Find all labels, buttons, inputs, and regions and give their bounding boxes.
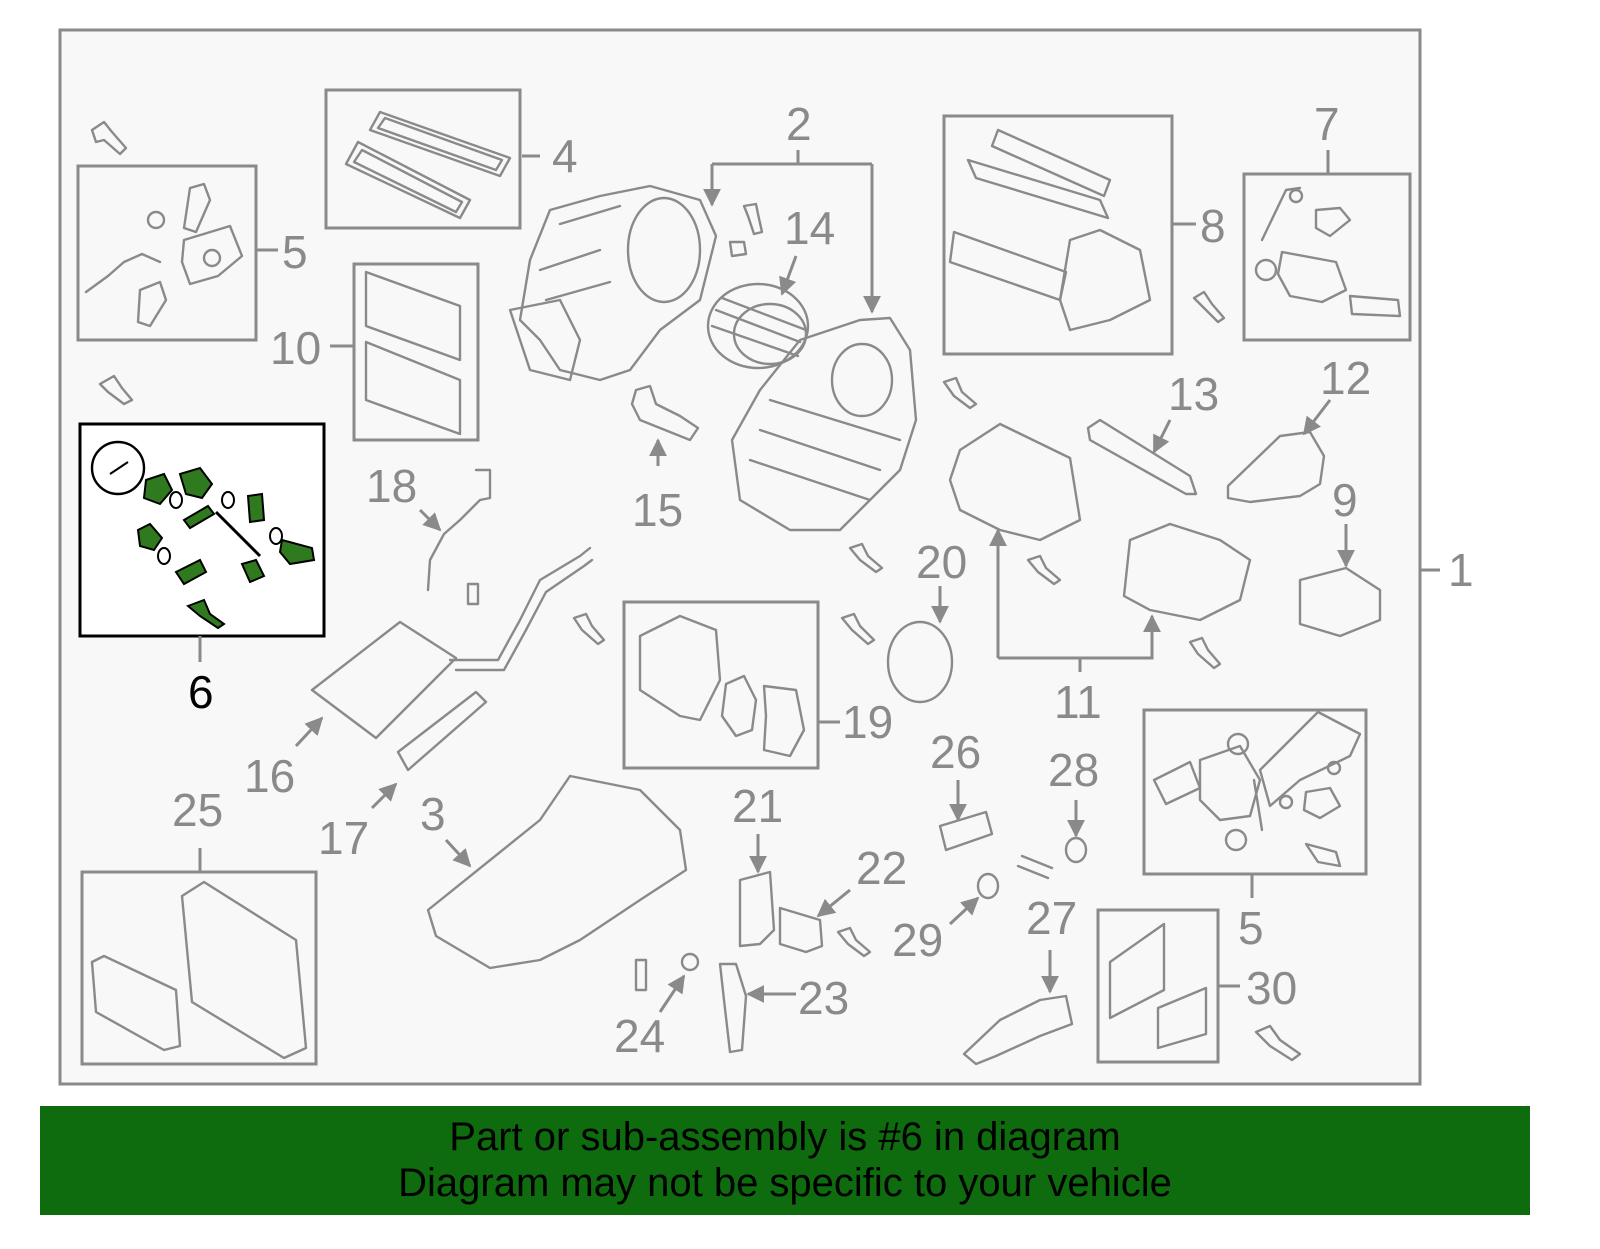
part-7-drawing (1254, 186, 1402, 318)
part-27-drawing (962, 994, 1074, 1066)
part-30-drawing (1108, 922, 1208, 1050)
callout-18: 18 (366, 460, 417, 512)
group-box-5-bottom (1142, 708, 1368, 876)
part-19-drawing (638, 614, 806, 758)
callout-5-bottom: 5 (1238, 902, 1264, 954)
group-box-8 (942, 114, 1174, 356)
part-16-drawing (310, 546, 594, 740)
group-box-19 (622, 600, 820, 770)
part-22-drawing (778, 906, 824, 954)
part-23-drawing (718, 962, 748, 1054)
part-9-drawing (1298, 566, 1382, 638)
part-5-bottom-drawing (1152, 710, 1362, 868)
callout-5-top: 5 (282, 226, 308, 278)
callout-29: 29 (892, 914, 943, 966)
part-2-drawing (508, 184, 718, 382)
callout-labels: 1 2 3 4 5 5 6 7 8 9 10 11 12 13 14 15 16… (172, 98, 1474, 1062)
callout-25: 25 (172, 784, 223, 836)
part-18-drawing (426, 468, 492, 592)
callout-16: 16 (244, 750, 295, 802)
part-2-right-drawing (730, 316, 918, 532)
part-5-top-drawing (84, 120, 244, 406)
callout-23: 23 (798, 972, 849, 1024)
callout-24: 24 (614, 1010, 665, 1062)
callout-11: 11 (1054, 676, 1102, 728)
leader-lines (198, 150, 1440, 1013)
callout-12: 12 (1320, 352, 1371, 404)
part-6-highlight-drawing (90, 440, 316, 630)
callout-20: 20 (916, 536, 967, 588)
info-banner: Part or sub-assembly is #6 in diagram Di… (40, 1106, 1530, 1215)
callout-3: 3 (420, 788, 446, 840)
callout-6: 6 (188, 666, 214, 718)
callout-28: 28 (1048, 744, 1099, 796)
callout-22: 22 (856, 842, 907, 894)
callout-17: 17 (318, 812, 369, 864)
callout-19: 19 (842, 696, 893, 748)
part-20-drawing (886, 620, 954, 704)
banner-line-part-info: Part or sub-assembly is #6 in diagram (449, 1115, 1121, 1159)
callout-14: 14 (784, 202, 835, 254)
group-box-4 (324, 88, 522, 230)
part-15-drawing (630, 384, 700, 442)
callout-13: 13 (1168, 368, 1219, 420)
callout-4: 4 (552, 130, 578, 182)
group-box-5-top (76, 164, 258, 342)
part-29-drawing (976, 872, 1000, 900)
part-25-drawing (90, 880, 308, 1060)
part-24-drawing (680, 952, 700, 972)
callout-21: 21 (732, 780, 783, 832)
part-13-drawing (1086, 418, 1198, 496)
screws (466, 202, 1302, 1062)
callout-8: 8 (1200, 200, 1226, 252)
callout-15: 15 (632, 484, 683, 536)
part-10-drawing (364, 270, 462, 436)
part-28-drawing (1064, 836, 1088, 864)
part-14-drawing (706, 282, 810, 370)
part-11-drawing (948, 422, 1252, 622)
callout-9: 9 (1332, 474, 1358, 526)
part-26-drawing (938, 810, 994, 852)
part-17-drawing (396, 690, 488, 772)
part-28-bolts (1016, 854, 1054, 880)
part-4-drawing (344, 110, 512, 220)
callout-2: 2 (786, 98, 812, 150)
part-3-drawing (426, 774, 688, 970)
part-8-drawing (948, 128, 1152, 332)
callout-1: 1 (1448, 544, 1474, 596)
callout-30: 30 (1246, 962, 1297, 1014)
group-box-10 (352, 262, 480, 442)
callout-7: 7 (1314, 98, 1340, 150)
callout-10: 10 (270, 322, 321, 374)
part-12-drawing (1226, 430, 1326, 504)
banner-line-disclaimer: Diagram may not be specific to your vehi… (398, 1161, 1172, 1205)
callout-27: 27 (1026, 892, 1077, 944)
callout-26: 26 (930, 726, 981, 778)
